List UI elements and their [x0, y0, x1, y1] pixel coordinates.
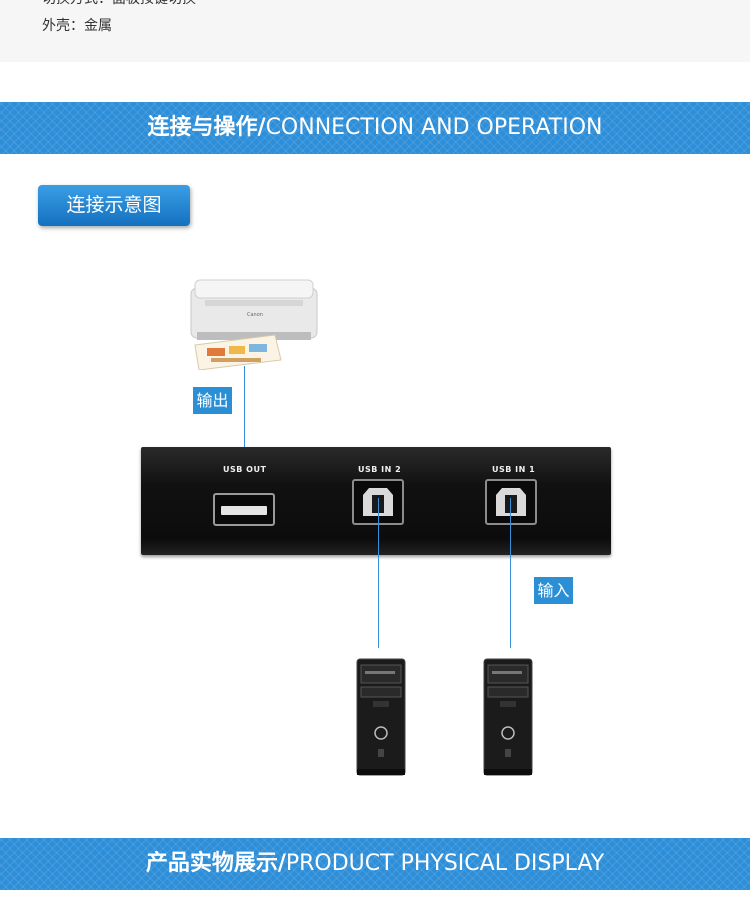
connection-banner-en: CONNECTION AND OPERATION — [266, 115, 603, 140]
output-label: 输出 — [193, 387, 232, 414]
usb-out-label: USB OUT — [223, 465, 266, 474]
product-banner-en: PRODUCT PHYSICAL DISPLAY — [286, 851, 604, 876]
usb-b-port-icon — [485, 479, 537, 525]
connection-banner-zh: 连接与操作/ — [148, 115, 266, 140]
spec-shell: 外壳：金属 — [42, 15, 112, 35]
input-label: 输入 — [534, 577, 573, 604]
printer-icon: Canon — [185, 270, 323, 370]
spec-section: 切换方式：面板按键切换 外壳：金属 — [0, 0, 750, 62]
usb-in-2-label: USB IN 2 — [358, 465, 401, 474]
product-banner-zh: 产品实物展示/ — [146, 851, 286, 876]
diagram-tag-button: 连接示意图 — [38, 185, 190, 226]
usb-switch-panel: USB OUT USB IN 2 USB IN 1 — [141, 447, 611, 555]
product-banner: 产品实物展示/PRODUCT PHYSICAL DISPLAY — [0, 838, 750, 890]
connection-banner: 连接与操作/CONNECTION AND OPERATION — [0, 102, 750, 154]
spec-switch-method: 切换方式：面板按键切换 — [42, 0, 196, 8]
desktop-computer-icon — [355, 657, 407, 777]
usb-in-1-label: USB IN 1 — [492, 465, 535, 474]
pc2-wire — [378, 498, 379, 648]
svg-text:Canon: Canon — [247, 312, 263, 318]
usb-a-port-icon — [213, 493, 275, 526]
desktop-computer-icon — [482, 657, 534, 777]
pc1-wire — [510, 498, 511, 648]
